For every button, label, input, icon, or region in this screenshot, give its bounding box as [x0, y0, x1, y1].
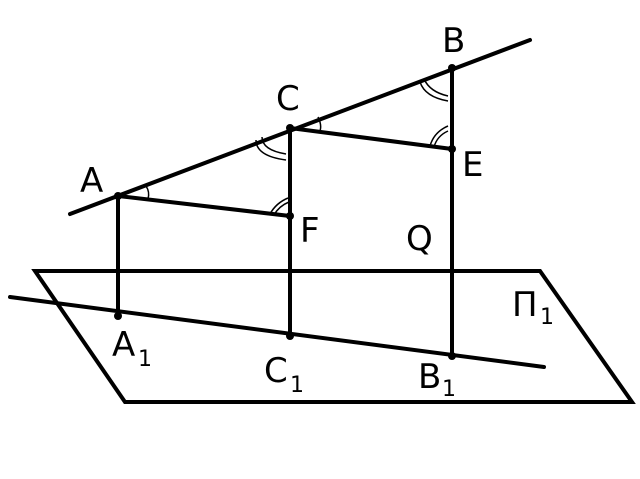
- segment-AF: [116, 194, 292, 218]
- point-A: [114, 192, 122, 200]
- segment-CE: [288, 126, 454, 151]
- angle-mark-C: [255, 116, 322, 161]
- point-C1: [286, 332, 294, 340]
- label-plane-sub: 1: [540, 305, 554, 330]
- line-AB: [68, 38, 532, 216]
- label-B: B: [442, 21, 465, 61]
- label-C1: C: [264, 351, 288, 391]
- point-A1: [114, 312, 122, 320]
- point-C: [286, 124, 294, 132]
- label-F: F: [300, 211, 320, 251]
- angle-mark-F: [269, 197, 290, 216]
- label-B1: B: [418, 357, 441, 397]
- point-E: [448, 145, 456, 153]
- point-B: [448, 64, 456, 72]
- label-A1-sub: 1: [138, 347, 152, 372]
- label-plane: Π: [512, 285, 538, 325]
- point-B1: [448, 352, 456, 360]
- angle-mark-A: [145, 185, 150, 200]
- label-A1: A: [112, 325, 135, 365]
- label-Q: Q: [406, 219, 433, 259]
- angle-mark-E: [429, 125, 449, 148]
- label-C1-sub: 1: [290, 373, 304, 398]
- point-F: [286, 212, 294, 220]
- angle-mark-B: [419, 78, 449, 102]
- label-A: A: [80, 161, 103, 201]
- label-C: C: [276, 79, 300, 119]
- label-E: E: [462, 145, 483, 185]
- label-B1-sub: 1: [442, 377, 456, 402]
